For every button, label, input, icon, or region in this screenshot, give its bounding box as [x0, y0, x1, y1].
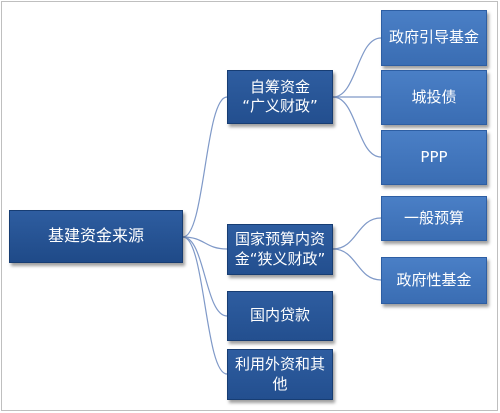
connector-root-mid-2 [182, 236, 228, 250]
connector-mid1-leaf-1 [332, 37, 382, 98]
node-leaf-general-budget: 一般预算 [381, 196, 487, 241]
node-leaf-government-fund: 政府性基金 [381, 257, 487, 304]
connector-mid2-leaf-4 [332, 217, 382, 250]
node-mid-foreign-capital: 利用外资和其 他 [227, 349, 333, 400]
connector-mid1-leaf-3 [332, 96, 382, 158]
connector-mid2-leaf-5 [332, 248, 382, 281]
connector-root-mid-1 [182, 96, 228, 238]
connector-root-mid-3 [182, 236, 228, 317]
node-root: 基建资金来源 [9, 210, 183, 263]
connector-root-mid-4 [182, 236, 228, 375]
node-mid-state-budget: 国家预算内资 金“狭义财政” [227, 224, 333, 275]
node-leaf-urban-bonds: 城投债 [381, 70, 487, 125]
node-mid-self-raised: 自筹资金 “广义财政” [227, 70, 333, 124]
node-mid-domestic-loans: 国内贷款 [227, 291, 333, 341]
node-leaf-ppp: PPP [381, 130, 487, 185]
node-leaf-guidance-fund: 政府引导基金 [381, 10, 487, 66]
